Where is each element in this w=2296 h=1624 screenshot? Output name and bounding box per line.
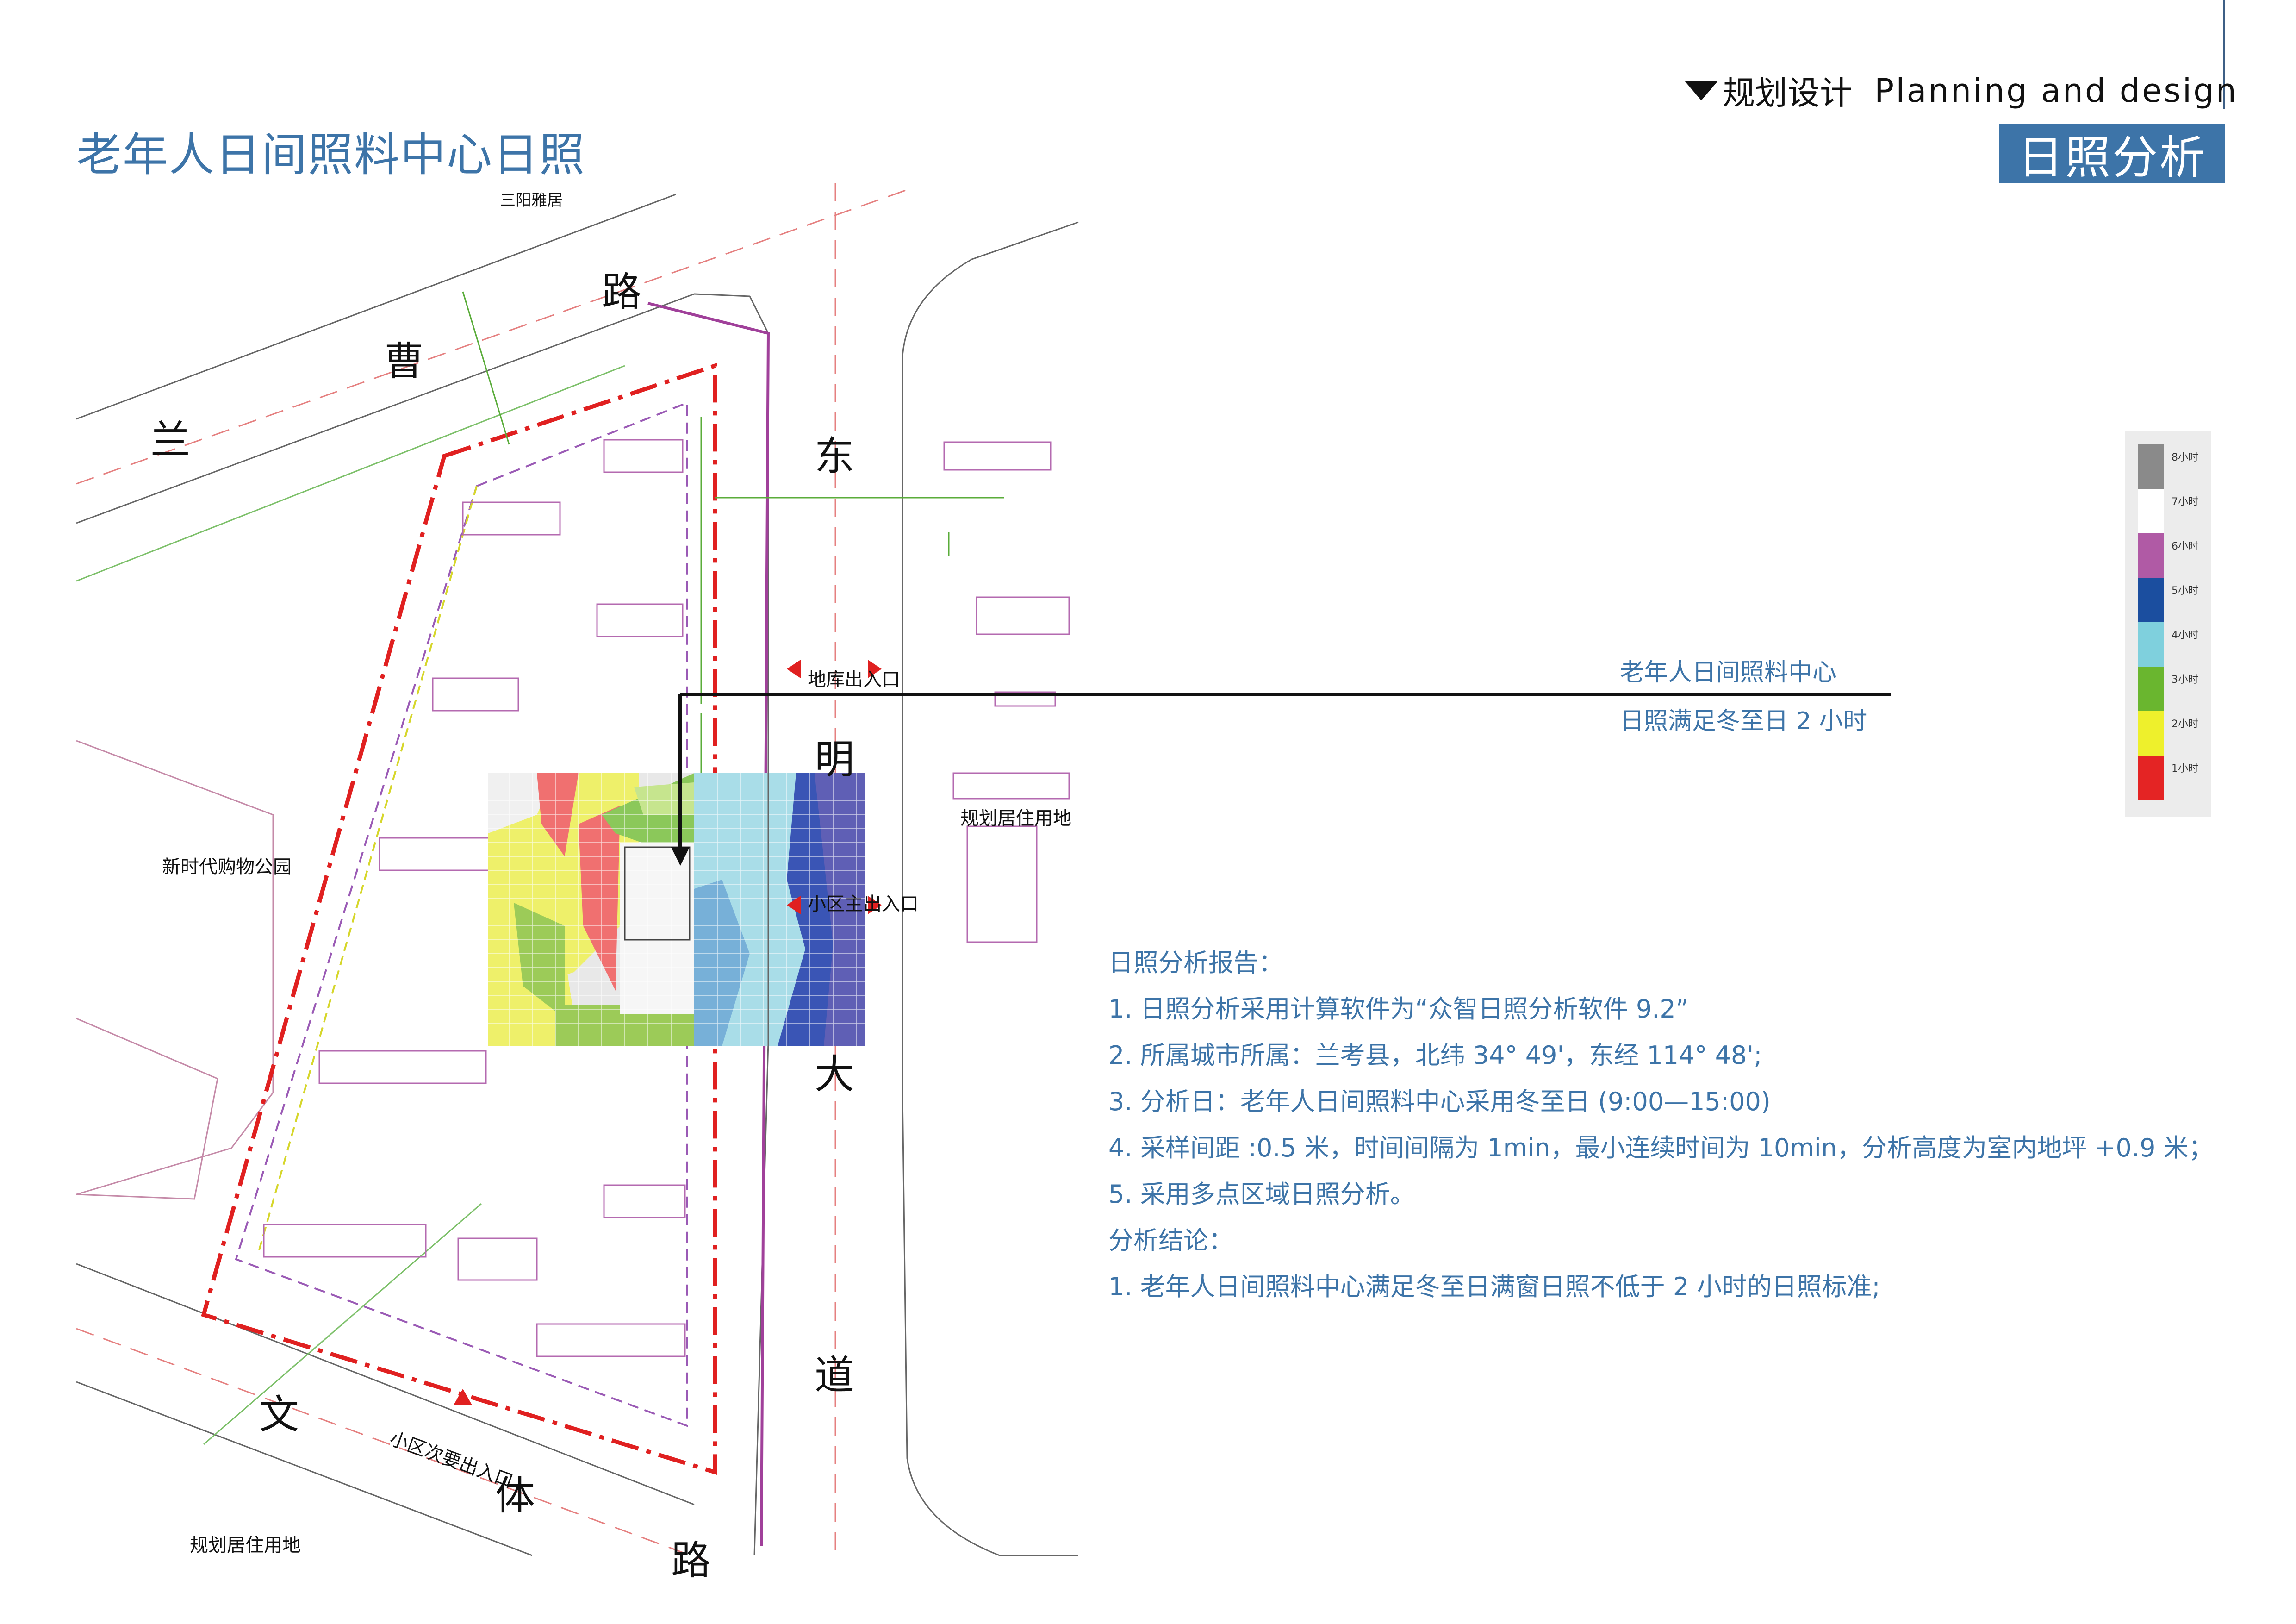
- report-item: 1. 日照分析采用计算软件为“众智日照分析软件 9.2”: [1108, 994, 1689, 1024]
- sunlight-analysis-grid: [488, 773, 865, 1046]
- legend-label-3h: 3小时: [2172, 674, 2198, 686]
- west-parcel-lines: [76, 740, 274, 1200]
- main-entrance-arrow-right-icon: [868, 896, 882, 914]
- label-planned-residential-south: 规划居住用地: [190, 1535, 301, 1556]
- callout-title: 老年人日间照料中心: [1620, 659, 1837, 687]
- label-planned-residential-east: 规划居住用地: [960, 808, 1071, 829]
- legend-swatch-6h: [2138, 533, 2164, 578]
- legend-swatch-4h: [2138, 622, 2164, 667]
- report-item: 5. 采用多点区域日照分析。: [1108, 1180, 1415, 1209]
- garage-exit-arrow-right-icon: [868, 660, 882, 678]
- report-item: 4. 采样间距 :0.5 米，时间间隔为 1min，最小连续时间为 10min，…: [1108, 1133, 2214, 1162]
- callout-leader: [671, 693, 1891, 866]
- report-item: 3. 分析日：老年人日间照料中心采用冬至日 (9:00—15:00): [1108, 1087, 1771, 1116]
- analysis-report: 日照分析报告： 1. 日照分析采用计算软件为“众智日照分析软件 9.2” 2. …: [1108, 940, 2214, 1310]
- secondary-entrance-arrow-icon: [454, 1389, 472, 1405]
- legend-label-1h: 1小时: [2172, 763, 2198, 775]
- legend-swatch-5h: [2138, 578, 2164, 622]
- legend-label-7h: 7小时: [2172, 496, 2198, 508]
- building-line: [647, 302, 770, 1547]
- road-north-char-2: 曹: [384, 338, 424, 385]
- legend-label-5h: 5小时: [2172, 585, 2198, 597]
- road-south-char-1: 文: [259, 1392, 299, 1438]
- conclusion-item: 1. 老年人日间照料中心满足冬至日满窗日照不低于 2 小时的日照标准;: [1108, 1272, 1880, 1301]
- section-title-en: Planning and design: [1874, 71, 2238, 110]
- garage-exit-arrow-icon: [787, 660, 801, 678]
- main-entrance-arrow-icon: [787, 896, 801, 914]
- label-park: 新时代购物公园: [162, 856, 292, 878]
- report-heading: 日照分析报告：: [1108, 948, 1283, 977]
- section-badge: 日照分析: [1999, 124, 2225, 184]
- property-boundary: [201, 362, 717, 1475]
- setback-line: [235, 401, 688, 1427]
- triangle-down-icon: [1685, 81, 1718, 100]
- road-east-char-2: 明: [815, 737, 854, 783]
- legend-label-8h: 8小时: [2172, 452, 2198, 463]
- road-east-char-1: 东: [815, 433, 854, 480]
- legend-swatch-2h: [2138, 711, 2164, 756]
- section-header: 规划设计 Planning and design: [1685, 67, 2238, 114]
- road-east-char-4: 道: [815, 1352, 854, 1399]
- road-north-char-1: 兰: [150, 417, 190, 463]
- legend-swatch-1h: [2138, 756, 2164, 800]
- legend-label-4h: 4小时: [2172, 630, 2198, 641]
- yellow-setback-line: [258, 486, 478, 1250]
- south-road-lines: [76, 1203, 704, 1561]
- label-garage-exit: 地库出入口: [808, 669, 900, 690]
- road-east-char-3: 大: [815, 1051, 854, 1098]
- page-title: 老年人日间照料中心日照: [76, 129, 586, 181]
- sunlight-hours-legend: 8小时 7小时 6小时 5小时 4小时 3小时 2小时 1小时: [2125, 431, 2211, 817]
- road-south-char-2: 体: [495, 1473, 535, 1519]
- legend-swatch-7h: [2138, 489, 2164, 533]
- header-divider-line: [2223, 0, 2225, 109]
- road-north-char-3: 路: [602, 269, 641, 315]
- road-south-char-3: 路: [671, 1537, 711, 1584]
- conclusion-heading: 分析结论：: [1108, 1226, 1233, 1255]
- legend-label-2h: 2小时: [2172, 718, 2198, 730]
- legend-label-6h: 6小时: [2172, 541, 2198, 552]
- legend-swatch-8h: [2138, 444, 2164, 489]
- north-road-lines: [76, 189, 908, 582]
- report-item: 2. 所属城市所属：兰考县，北纬 34° 49'，东经 114° 48';: [1108, 1041, 1762, 1070]
- legend-swatch-3h: [2138, 667, 2164, 711]
- label-top-cut: 三阳雅居: [500, 191, 563, 210]
- section-title-cn: 规划设计: [1723, 74, 1852, 112]
- label-main-entrance: 小区主出入口: [808, 893, 919, 915]
- callout-subtitle: 日照满足冬至日 2 小时: [1620, 707, 1867, 735]
